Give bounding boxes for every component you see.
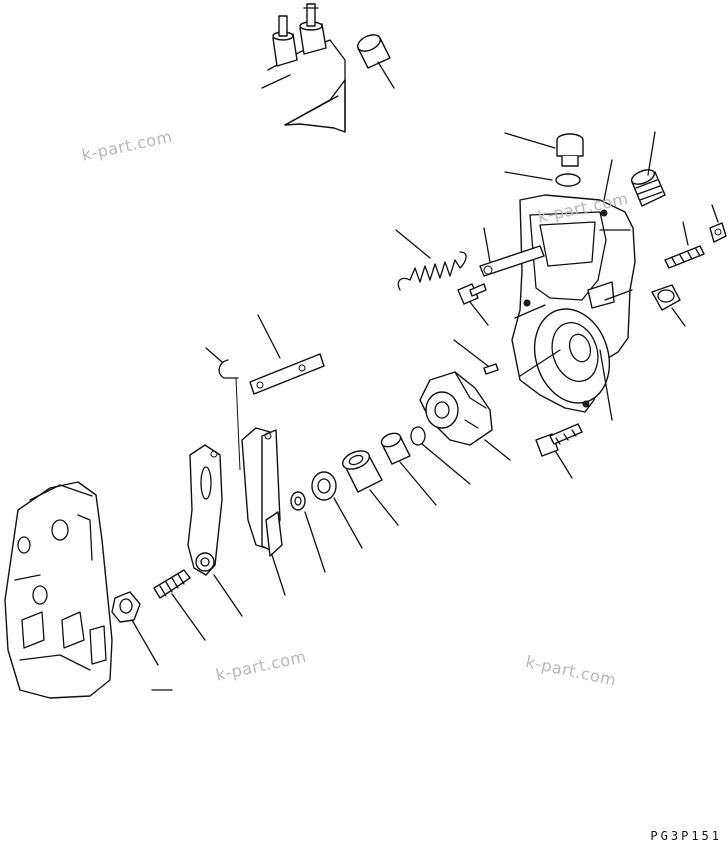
bolt-part bbox=[651, 204, 727, 327]
lower-bolt-part bbox=[535, 423, 583, 479]
spring-part bbox=[395, 229, 467, 291]
governor-housing bbox=[511, 194, 636, 413]
sleeve-part bbox=[357, 34, 395, 89]
hex-nut-part bbox=[111, 591, 159, 666]
bushing-part bbox=[380, 432, 437, 506]
adjuster-screw-part bbox=[153, 569, 206, 641]
leader-line bbox=[599, 349, 613, 421]
bearing-part bbox=[311, 471, 363, 549]
washer-part bbox=[290, 491, 326, 573]
leader-line bbox=[604, 289, 633, 301]
plate-part bbox=[479, 227, 545, 277]
leader-line bbox=[603, 159, 613, 201]
pin-part bbox=[453, 339, 499, 375]
lever-part bbox=[241, 427, 286, 596]
pump-body bbox=[4, 481, 113, 699]
plug-part bbox=[504, 132, 584, 187]
cap-part bbox=[630, 131, 666, 207]
pump-top-assembly bbox=[261, 3, 346, 133]
link-plate-part bbox=[205, 314, 325, 471]
drawing-code: PG3P151 bbox=[650, 829, 722, 843]
bracket-part bbox=[187, 444, 243, 617]
sleeve-large-part bbox=[341, 450, 399, 526]
hex-bolt-part bbox=[457, 283, 489, 326]
flyweight-assembly bbox=[419, 371, 511, 461]
snap-ring-part bbox=[410, 426, 471, 485]
